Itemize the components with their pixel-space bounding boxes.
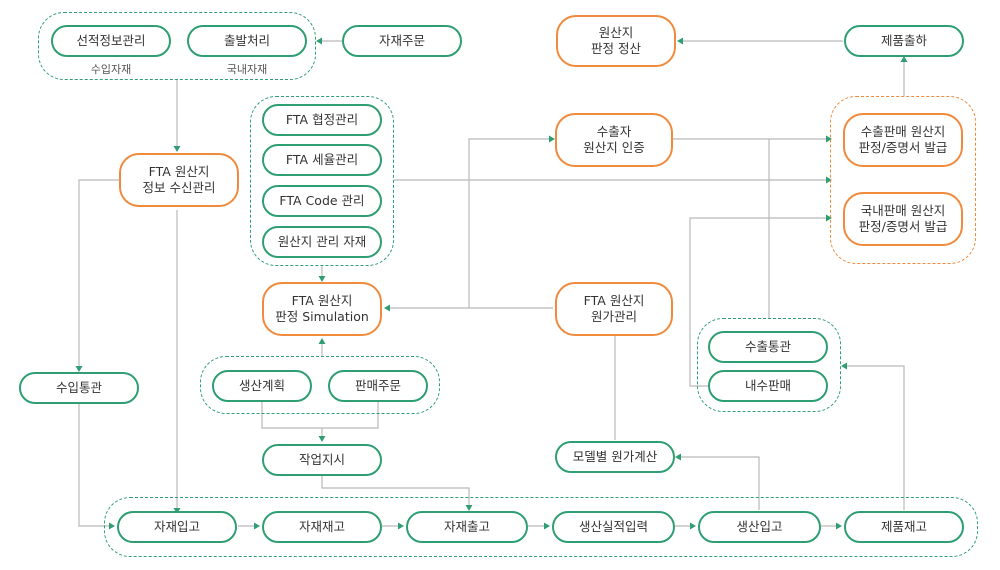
caption-import-material: 수입자재 <box>90 63 132 76</box>
node-work-order[interactable]: 작업지시 <box>262 444 382 476</box>
group-shipping <box>38 12 316 80</box>
group-sales <box>697 318 841 412</box>
connector <box>468 138 553 308</box>
node-import-customs[interactable]: 수입통관 <box>19 372 139 404</box>
node-fta-origin-info[interactable]: FTA 원산지 정보 수신관리 <box>119 153 239 207</box>
arrowhead <box>841 362 847 370</box>
node-export-customs[interactable]: 수출통관 <box>708 331 828 363</box>
arrowhead <box>677 37 683 45</box>
node-domestic-sale-certificate[interactable]: 국내판매 원산지 판정/증명서 발급 <box>843 192 963 246</box>
node-fta-simulation[interactable]: FTA 원산지 판정 Simulation <box>262 282 382 336</box>
group-fta-master <box>250 96 394 266</box>
group-origin-certificate <box>830 96 976 264</box>
group-planning <box>200 356 440 414</box>
node-origin-material[interactable]: 원산지 관리 자재 <box>262 226 382 258</box>
node-production-result[interactable]: 생산실적입력 <box>552 511 675 543</box>
node-departure[interactable]: 출발처리 <box>187 25 307 57</box>
node-exporter-certification[interactable]: 수출자 원산지 인증 <box>555 113 673 167</box>
node-export-sale-certificate[interactable]: 수출판매 원산지 판정/증명서 발급 <box>843 113 963 167</box>
node-product-shipment[interactable]: 제품출하 <box>844 25 964 57</box>
connector <box>843 365 905 510</box>
node-fta-code[interactable]: FTA Code 관리 <box>262 185 382 217</box>
node-origin-settlement[interactable]: 원산지 판정 정산 <box>556 15 676 67</box>
caption-domestic-material: 국내자재 <box>226 63 268 76</box>
arrowhead <box>675 453 681 461</box>
connector <box>78 179 119 370</box>
arrowhead <box>384 304 390 312</box>
node-model-cost[interactable]: 모델별 원가계산 <box>555 441 675 473</box>
node-production-plan[interactable]: 생산계획 <box>212 370 312 402</box>
node-material-issue[interactable]: 자재출고 <box>406 511 528 543</box>
node-domestic-sale[interactable]: 내수판매 <box>708 370 828 402</box>
node-production-receipt[interactable]: 생산입고 <box>698 511 821 543</box>
node-product-stock[interactable]: 제품재고 <box>844 511 964 543</box>
arrowhead <box>316 37 322 45</box>
arrowhead <box>173 146 181 152</box>
node-fta-cost[interactable]: FTA 원산지 원가관리 <box>555 282 673 336</box>
arrowhead <box>318 338 326 344</box>
node-sales-order[interactable]: 판매주문 <box>328 370 428 402</box>
node-material-receipt[interactable]: 자재입고 <box>117 511 237 543</box>
node-fta-tariff[interactable]: FTA 세율관리 <box>262 144 382 176</box>
node-material-stock[interactable]: 자재재고 <box>262 511 382 543</box>
node-shipment-info[interactable]: 선적정보관리 <box>51 25 171 57</box>
node-material-order[interactable]: 자재주문 <box>342 25 462 57</box>
node-fta-agreement[interactable]: FTA 협정관리 <box>262 104 382 136</box>
arrowhead <box>318 436 326 442</box>
group-logistics-flow <box>104 497 978 557</box>
